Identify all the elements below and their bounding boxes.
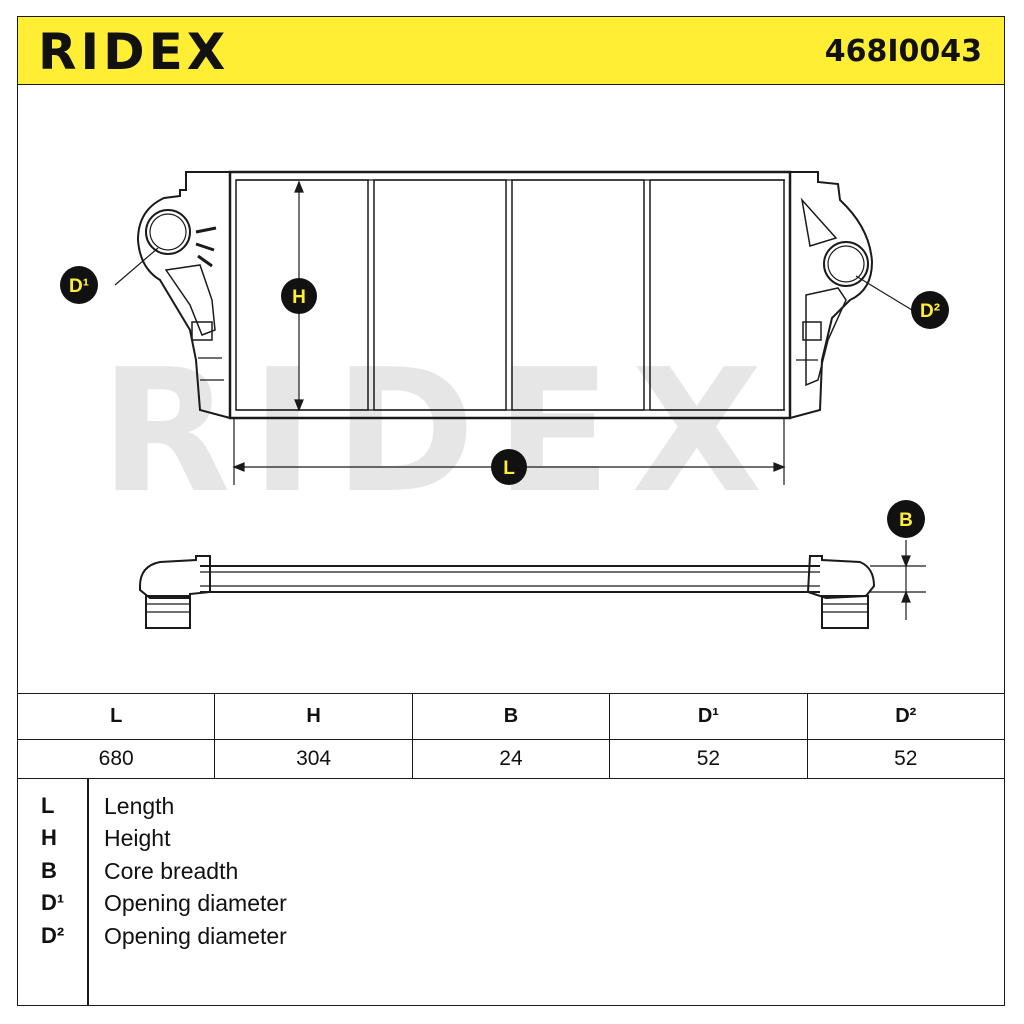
height-label-badge: H xyxy=(281,278,317,314)
legend-divider xyxy=(87,779,89,1006)
dimensions-value-row: 680 304 24 52 52 xyxy=(16,739,1006,779)
breadth-label-badge: B xyxy=(887,500,925,538)
header-height: H xyxy=(214,693,413,740)
legend-description: Height xyxy=(104,825,171,851)
legend-item: D² Opening diameter xyxy=(17,923,1005,955)
dimensions-table: L H B D¹ D² 680 304 24 52 52 xyxy=(16,693,1006,779)
legend-description: Length xyxy=(104,793,175,819)
height-label: H xyxy=(292,287,306,308)
breadth-dimension xyxy=(870,540,926,620)
length-label: L xyxy=(503,458,515,479)
intercooler-drawing: RIDEX H xyxy=(60,170,949,629)
header-d1: D¹ xyxy=(609,693,808,740)
legend-symbol: L xyxy=(41,793,55,818)
legend-symbol: D¹ xyxy=(41,890,65,915)
part-number: 468I0043 xyxy=(824,34,982,69)
d2-label: D² xyxy=(920,301,940,322)
legend-item: L Length xyxy=(17,793,1005,825)
dimensions-header-row: L H B D¹ D² xyxy=(16,693,1006,740)
legend-description: Core breadth xyxy=(104,858,239,884)
header-breadth: B xyxy=(411,693,611,740)
header-d2: D² xyxy=(806,693,1006,740)
legend-item: H Height xyxy=(17,825,1005,857)
legend-symbol: D² xyxy=(41,923,65,948)
value-length: 680 xyxy=(16,739,216,779)
header-bar: RIDEX 468I0043 xyxy=(17,16,1005,85)
side-view xyxy=(139,555,876,629)
legend-symbol: B xyxy=(41,858,57,883)
header-length: L xyxy=(16,693,216,740)
watermark-text: RIDEX xyxy=(100,333,782,531)
d1-label: D¹ xyxy=(69,276,89,297)
legend-item: B Core breadth xyxy=(17,858,1005,890)
legend: L Length H Height B Core breadth D¹ Open… xyxy=(17,779,1005,1006)
length-label-badge: L xyxy=(491,449,527,485)
breadth-label: B xyxy=(899,510,913,531)
value-height: 304 xyxy=(214,739,413,779)
legend-item: D¹ Opening diameter xyxy=(17,890,1005,922)
d1-label-badge: D¹ xyxy=(60,266,98,304)
legend-description: Opening diameter xyxy=(104,923,287,949)
value-d1: 52 xyxy=(609,739,808,779)
legend-symbol: H xyxy=(41,825,57,850)
d2-label-badge: D² xyxy=(911,291,949,329)
value-breadth: 24 xyxy=(411,739,611,779)
value-d2: 52 xyxy=(806,739,1006,779)
front-view xyxy=(136,170,874,420)
legend-description: Opening diameter xyxy=(104,890,287,916)
brand-logo: RIDEX xyxy=(38,23,230,81)
